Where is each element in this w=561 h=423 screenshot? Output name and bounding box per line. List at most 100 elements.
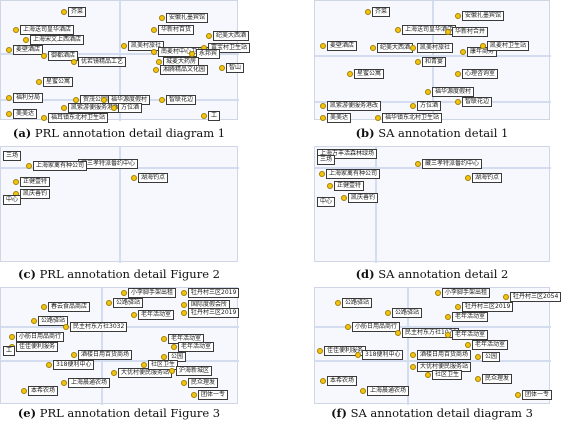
poi-label: 老年活动室 — [452, 330, 489, 340]
poi-label: 团体一专 — [522, 390, 553, 400]
poi-dot-icon — [465, 342, 471, 348]
poi-dot-icon — [455, 99, 461, 105]
poi-dot-icon — [317, 348, 323, 354]
poi-label: 福利分局 — [13, 93, 44, 103]
poi-dot-icon — [480, 43, 486, 49]
poi-label: 小李脚手架出租 — [442, 288, 491, 298]
poi-marker: 小李脚手架出租 — [435, 288, 491, 298]
poi-marker: 智联花边 — [159, 95, 197, 105]
poi-dot-icon — [6, 47, 12, 53]
caption-c: (c) PRL annotation detail Figure 2 — [18, 267, 220, 281]
poi-label: 小李脚手架出租 — [128, 288, 177, 298]
poi-label: 凯庆善钓 — [20, 189, 51, 199]
poi-marker: 福华源度假村 — [425, 87, 475, 97]
poi-label: 牡丹村三区2019 — [462, 302, 514, 312]
poi-dot-icon — [13, 27, 19, 33]
caption-f: (f) SA annotation detail diagram 3 — [331, 406, 533, 420]
poi-label: 湖海钓点 — [472, 173, 503, 183]
poi-marker: 福华镇东北村卫生站 — [375, 113, 443, 123]
poi-marker: 牡丹村三区2019 — [455, 302, 514, 312]
poi-dot-icon — [36, 79, 42, 85]
poi-dot-icon — [219, 65, 225, 71]
poi-marker: 和青宴 — [415, 57, 447, 67]
poi-marker: 团体一专 — [191, 390, 229, 400]
poi-label: 智山 — [226, 63, 245, 73]
poi-marker: 本希农场 — [21, 386, 59, 396]
poi-marker: 民主村东方社3032 — [63, 322, 128, 332]
poi-marker: 智联花边 — [455, 97, 493, 107]
poi-dot-icon — [21, 388, 27, 394]
poi-label: 318便利中心 — [362, 350, 404, 360]
poi-label: 上海家禽有种公司 — [33, 161, 88, 171]
poi-label: 智联花边 — [166, 95, 197, 105]
poi-dot-icon — [475, 354, 481, 360]
poi-marker: 老年活动室 — [131, 310, 175, 320]
poi-dot-icon — [41, 53, 47, 59]
poi-label: 凯美村旅社 — [417, 43, 454, 53]
poi-dot-icon — [101, 97, 107, 103]
poi-marker: 三场 — [317, 155, 336, 165]
poi-marker: 三场 — [3, 151, 22, 161]
poi-label: 心理咨询室 — [462, 69, 499, 79]
poi-label: 中心 — [317, 197, 336, 207]
poi-marker: 星蜜公寓 — [347, 69, 385, 79]
poi-dot-icon — [181, 290, 187, 296]
poi-dot-icon — [71, 59, 77, 65]
poi-dot-icon — [415, 59, 421, 65]
poi-label: 老年活动室 — [472, 340, 509, 350]
poi-dot-icon — [395, 330, 401, 336]
poi-dot-icon — [141, 362, 147, 368]
poi-dot-icon — [189, 51, 195, 57]
poi-dot-icon — [515, 392, 521, 398]
poi-label: 公路驿站 — [342, 298, 373, 308]
poi-marker: 方位酒 — [410, 101, 442, 111]
poi-dot-icon — [425, 372, 431, 378]
poi-dot-icon — [156, 59, 162, 65]
poi-dot-icon — [46, 362, 52, 368]
poi-dot-icon — [159, 97, 165, 103]
poi-dot-icon — [153, 67, 159, 73]
poi-marker: 麦壁酒店 — [6, 45, 44, 55]
road — [119, 147, 121, 263]
poi-label: 公路驿站 — [38, 316, 69, 326]
poi-marker: 凯美村旅社 — [121, 41, 165, 51]
poi-label: 和青宴 — [422, 57, 447, 67]
poi-marker: 华新村合并 — [445, 27, 489, 37]
poi-marker: 优若镜精品工艺 — [71, 57, 127, 67]
poi-dot-icon — [131, 175, 137, 181]
poi-dot-icon — [171, 344, 177, 350]
road — [101, 288, 103, 405]
caption-a: (a) PRL annotation detail diagram 1 — [12, 126, 226, 140]
poi-marker: 沪海新城区 — [169, 366, 213, 376]
poi-dot-icon — [41, 115, 47, 121]
poi-dot-icon — [121, 43, 127, 49]
poi-dot-icon — [410, 364, 416, 370]
poi-dot-icon — [460, 49, 466, 55]
poi-label: 小舫日用品商行 — [16, 332, 65, 342]
poi-marker: 上海晨通农场 — [360, 386, 410, 396]
poi-label: 民众理发 — [482, 374, 513, 384]
poi-marker: 牡丹村三区2019 — [181, 308, 240, 318]
poi-label: 团体一专 — [198, 390, 229, 400]
poi-dot-icon — [395, 27, 401, 33]
poi-dot-icon — [370, 45, 376, 51]
poi-dot-icon — [445, 29, 451, 35]
poi-dot-icon — [319, 171, 325, 177]
poi-marker: 湖海钓点 — [465, 173, 503, 183]
poi-label: 工 — [208, 111, 221, 121]
poi-dot-icon — [181, 302, 187, 308]
poi-label: 上海晨通农场 — [68, 378, 111, 388]
poi-label: 湖海钓点 — [138, 173, 169, 183]
poi-dot-icon — [131, 312, 137, 318]
poi-dot-icon — [26, 163, 32, 169]
poi-label: 上海家禽有种公司 — [326, 169, 381, 179]
poi-label: 安徽扎墨宾馆 — [166, 13, 209, 23]
poi-dot-icon — [360, 388, 366, 394]
poi-marker: 华新村百货 — [151, 25, 195, 35]
poi-marker: 藏三孝特派番约中心 — [415, 159, 483, 169]
poi-label: 上海晨通农场 — [367, 386, 410, 396]
poi-marker: 社区卫生 — [425, 370, 463, 380]
poi-label: 上海万丰活森林绿场 — [317, 149, 378, 159]
poi-dot-icon — [320, 115, 326, 121]
